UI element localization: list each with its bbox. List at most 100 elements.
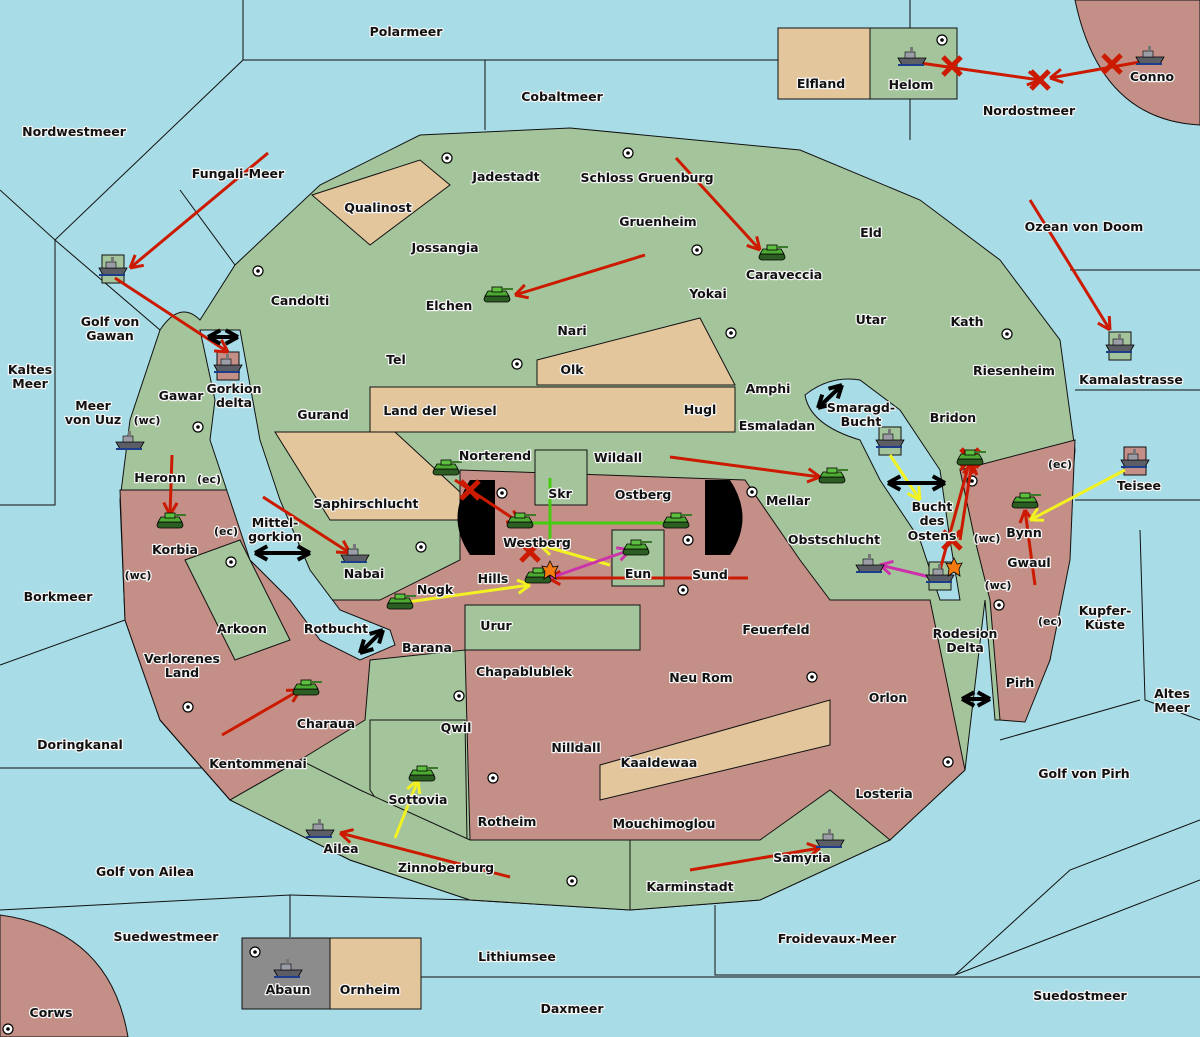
territory-label: Rodesion xyxy=(933,626,998,641)
territory-label: Helom xyxy=(889,77,934,92)
territory-region[interactable] xyxy=(0,914,129,1037)
order-arrow xyxy=(128,151,269,270)
supply-center-icon xyxy=(225,556,237,568)
territory-region[interactable] xyxy=(311,159,451,246)
territory-label: Bucht xyxy=(841,414,882,429)
territory-label: Korbia xyxy=(152,542,198,557)
territory-label: Ostens xyxy=(908,528,957,543)
territory-label: Nordwestmeer xyxy=(22,124,127,139)
territory-label: Saphirschlucht xyxy=(314,496,419,511)
red-x-icon xyxy=(941,529,963,551)
territory-label: Hugl xyxy=(684,402,717,417)
supply-center-icon xyxy=(622,147,634,159)
territory-label: Suedostmeer xyxy=(1033,988,1127,1003)
order-arrow xyxy=(513,253,646,300)
order-arrow xyxy=(338,828,511,879)
territory-region[interactable] xyxy=(534,449,588,506)
territory-label: Pirh xyxy=(1006,675,1035,690)
supply-center-icon xyxy=(252,265,264,277)
territory-label: Polarmeer xyxy=(370,24,444,39)
order-arrow xyxy=(888,454,922,502)
territory-region[interactable] xyxy=(369,386,736,433)
territory-label: Rotheim xyxy=(478,814,537,829)
territory-label: Gawar xyxy=(159,388,205,403)
supply-center-icon xyxy=(566,875,578,887)
order-arrow xyxy=(399,578,531,605)
territory-label: Mittel- xyxy=(252,515,299,530)
territory-label: Caraveccia xyxy=(746,267,822,282)
territory-label: Gorkion xyxy=(206,381,261,396)
explosion-icon xyxy=(541,560,559,580)
territory-label: Amphi xyxy=(746,381,791,396)
territory-label: Riesenheim xyxy=(973,363,1055,378)
supply-center-icon xyxy=(441,152,453,164)
territory-label: Kentommenai xyxy=(209,756,307,771)
territory-label: Qwil xyxy=(441,720,472,735)
territory-label: Nari xyxy=(557,323,586,338)
territory-label: Kupfer- xyxy=(1079,603,1132,618)
territory-label: Doringkanal xyxy=(37,737,123,752)
territory-label: (wc) xyxy=(985,579,1012,592)
territory-label: Feuerfeld xyxy=(742,622,809,637)
supply-center-icon xyxy=(182,701,194,713)
territory-region[interactable] xyxy=(184,539,291,661)
territory-label: Jossangia xyxy=(410,240,478,255)
territory-region[interactable] xyxy=(199,329,396,661)
territory-label: Chapablublek xyxy=(476,664,573,679)
supply-center-icon xyxy=(682,534,694,546)
territory-label: Froidevaux-Meer xyxy=(778,931,897,946)
territory-label: (wc) xyxy=(134,414,161,427)
supply-center-icon xyxy=(415,541,427,553)
territory-label: Sottovia xyxy=(389,792,448,807)
territory-label: Ailea xyxy=(323,841,358,856)
double-arrow-icon xyxy=(207,328,239,346)
supply-center-icon xyxy=(746,486,758,498)
territory-label: (ec) xyxy=(214,525,238,538)
double-arrow-icon xyxy=(961,690,991,708)
territory-region[interactable] xyxy=(599,699,831,801)
territory-region[interactable] xyxy=(536,317,736,386)
territory-label: Kaltes xyxy=(8,362,52,377)
territory-label: Kaaldewaa xyxy=(621,755,698,770)
territory-label: Ornheim xyxy=(340,982,400,997)
territory-label: Utar xyxy=(856,312,888,327)
territory-label: (ec) xyxy=(1038,615,1062,628)
supply-center-icon xyxy=(453,690,465,702)
territory-label: Wildall xyxy=(594,450,642,465)
territory-label: Abaun xyxy=(266,982,311,997)
territory-region[interactable] xyxy=(629,789,891,911)
double-arrow-icon xyxy=(887,474,946,492)
red-x-icon xyxy=(1029,69,1051,91)
territory-label: Westberg xyxy=(503,535,571,550)
territory-label: Altes xyxy=(1154,686,1190,701)
territory-label: Candolti xyxy=(271,293,330,308)
territory-label: Küste xyxy=(1085,617,1125,632)
territory-label: Gwaul xyxy=(1007,555,1050,570)
supply-center-icon xyxy=(511,358,523,370)
territory-label: Borkmeer xyxy=(24,589,94,604)
territory-label: Karminstadt xyxy=(646,879,733,894)
territory-region[interactable] xyxy=(329,937,422,1010)
territory-label: Eld xyxy=(860,225,882,240)
supply-center-icon xyxy=(725,327,737,339)
red-x-icon xyxy=(519,541,541,563)
territory-label: Daxmeer xyxy=(540,1001,604,1016)
supply-center-icon xyxy=(192,421,204,433)
territory-label: Zinnoberburg xyxy=(398,860,494,875)
territory-label: Gruenheim xyxy=(619,214,696,229)
territory-label: (ec) xyxy=(1048,458,1072,471)
territory-label: Ostberg xyxy=(615,487,672,502)
supply-center-icon xyxy=(942,756,954,768)
territory-label: Lithiumsee xyxy=(478,949,556,964)
territory-label: Losteria xyxy=(855,786,912,801)
territory-label: Mellar xyxy=(766,493,811,508)
territory-region[interactable] xyxy=(611,529,665,587)
territory-label: Corws xyxy=(30,1005,73,1020)
territory-label: Kath xyxy=(951,314,984,329)
territory-label: Qualinost xyxy=(344,200,411,215)
territory-label: Samyria xyxy=(773,850,831,865)
territory-label: (ec) xyxy=(197,473,221,486)
territory-region[interactable] xyxy=(464,604,641,651)
